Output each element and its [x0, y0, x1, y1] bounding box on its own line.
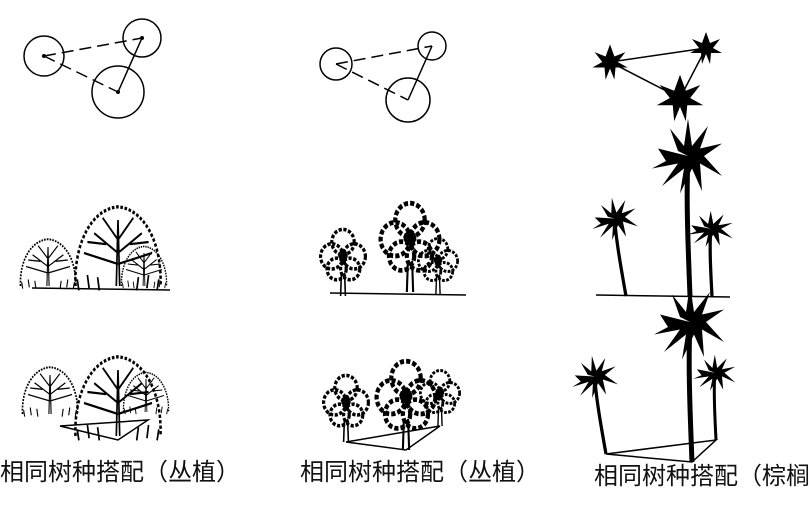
elevation-view-column-3 [586, 119, 735, 302]
caption-column-3: 相同树种搭配（棕榈） [594, 462, 811, 490]
plan-view-column-2 [319, 31, 447, 123]
elevation-view-column-2 [318, 203, 467, 298]
caption-column-1: 相同树种搭配（丛植） [0, 458, 240, 486]
perspective-view-column-2 [321, 361, 462, 450]
plan-view-column-1 [23, 18, 162, 119]
caption-column-2: 相同树种搭配（丛植） [300, 458, 540, 486]
perspective-view-column-3 [566, 285, 737, 463]
elevation-view-column-1 [19, 205, 171, 293]
perspective-view-column-1 [21, 355, 170, 443]
plan-view-column-3 [592, 32, 722, 122]
